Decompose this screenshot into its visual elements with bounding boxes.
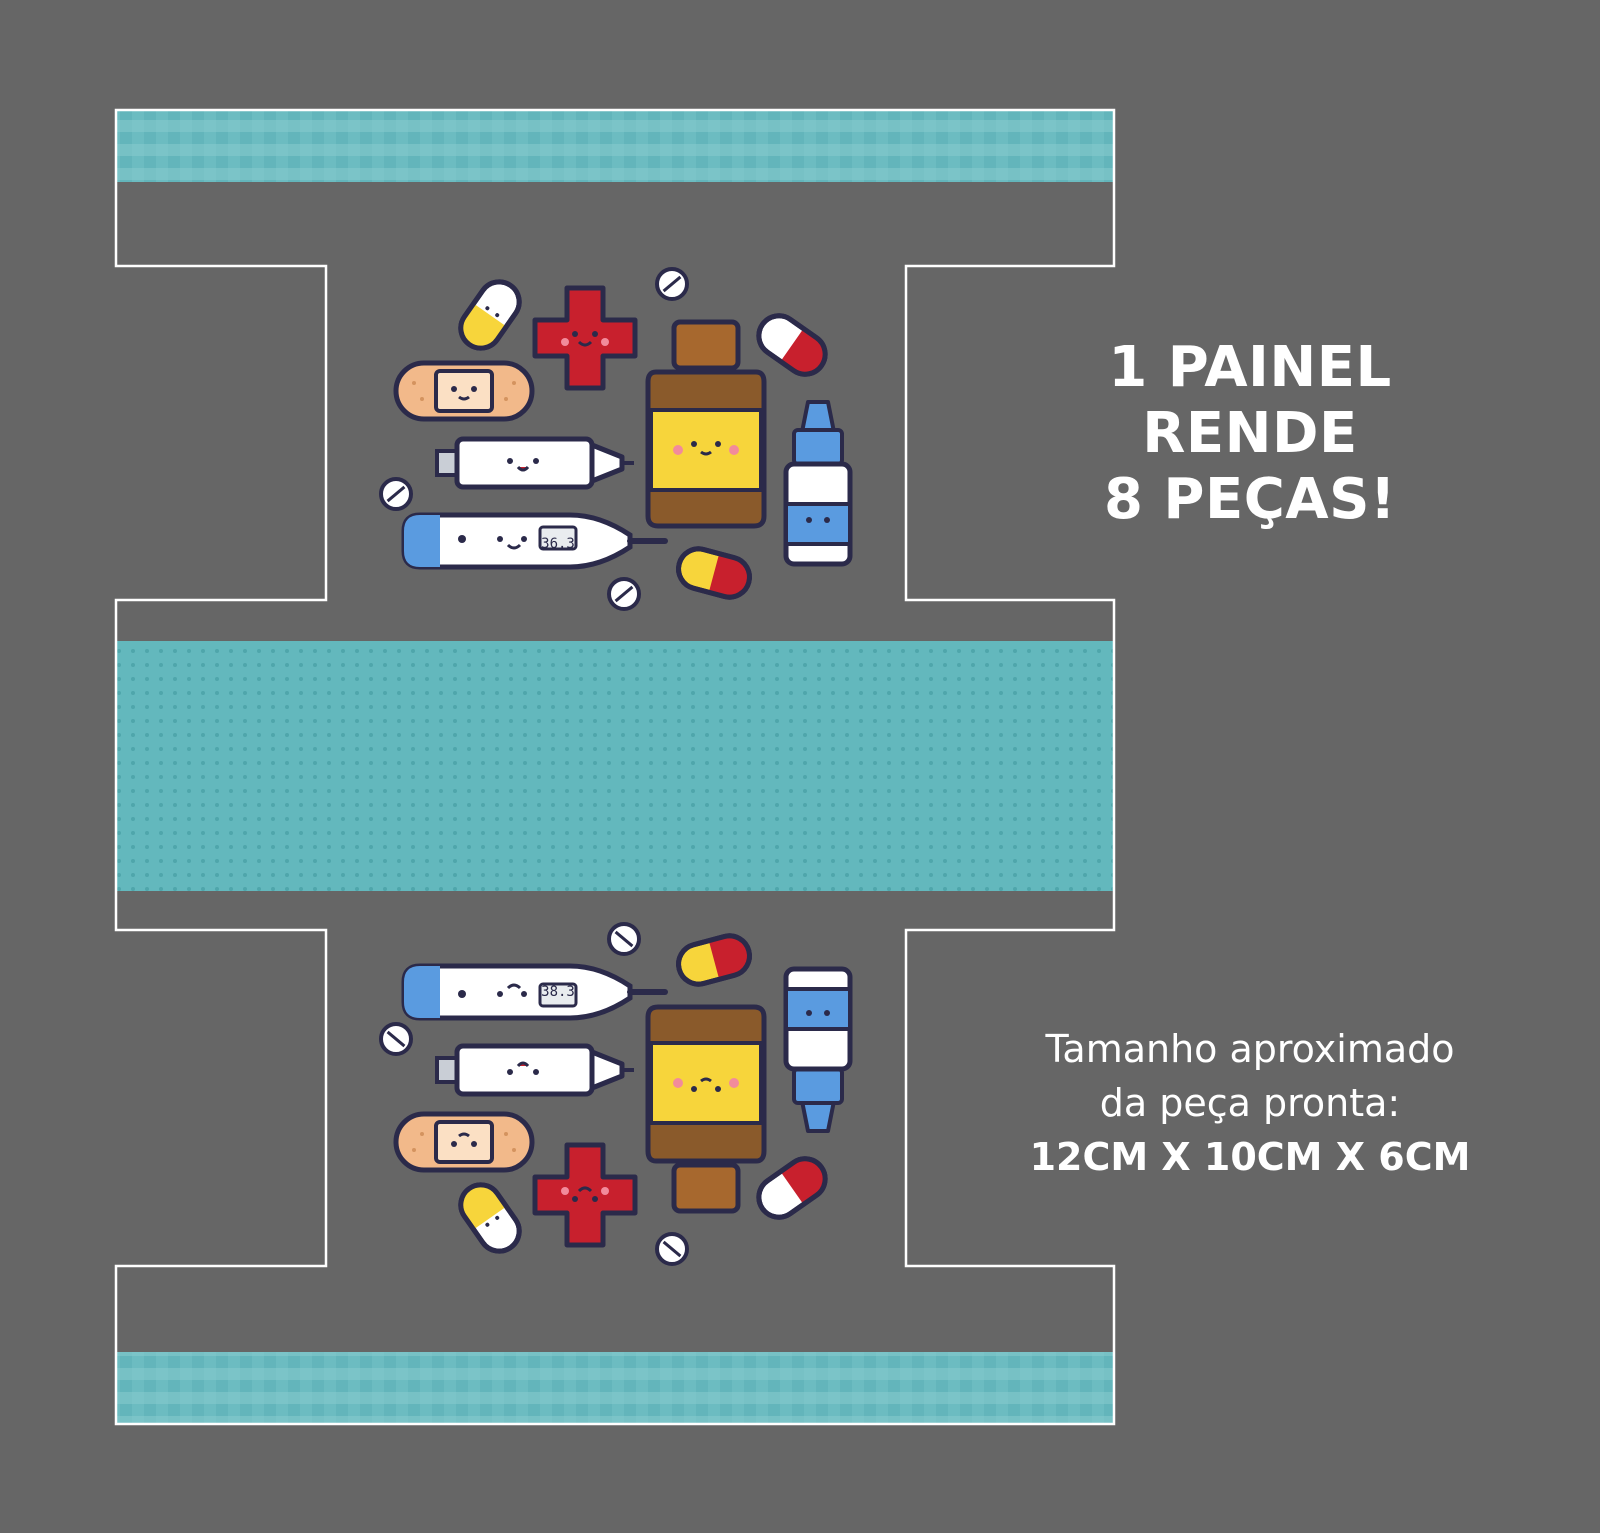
headline-line-1: 1 PAINEL [1108, 335, 1392, 400]
headline: 1 PAINEL RENDE 8 PEÇAS! [1050, 335, 1450, 533]
headline-line-3: 8 PEÇAS! [1103, 467, 1397, 532]
medical-clipart-top [381, 269, 850, 609]
medical-clipart-bottom [381, 924, 850, 1264]
cut-outline [114, 108, 1116, 1426]
headline-line-2: RENDE [1142, 401, 1358, 466]
bottom-plaid-band [116, 1352, 1114, 1424]
top-plaid-band [116, 110, 1114, 182]
thermometer-reading-bottom: 38.3 [541, 984, 575, 1000]
size-info-line-2: da peça pronta: [1099, 1081, 1401, 1125]
middle-dotted-band [116, 641, 1114, 891]
thermometer-reading-top: 36.3 [541, 536, 575, 552]
size-dimensions: 12CM X 10CM X 6CM [1029, 1135, 1471, 1179]
size-info-line-1: Tamanho aproximado [1045, 1027, 1455, 1071]
size-info: Tamanho aproximado da peça pronta: 12CM … [990, 1022, 1510, 1184]
